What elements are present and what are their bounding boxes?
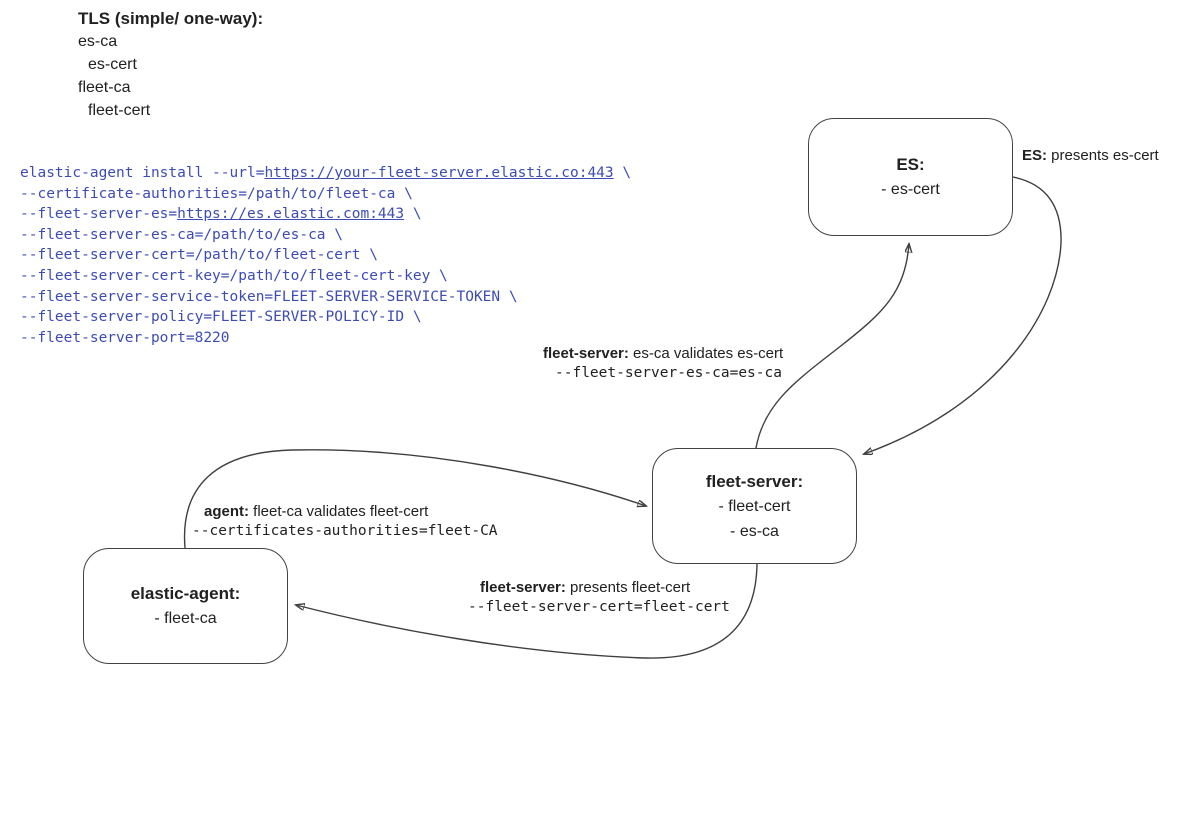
node-elastic-agent: elastic-agent: - fleet-ca	[83, 548, 288, 664]
node-fleet-server-line: - fleet-cert	[718, 497, 791, 515]
arrow-es-to-fleet-server	[864, 176, 1062, 454]
code-text: --fleet-server-port=8220	[20, 329, 230, 346]
label-bold: ES:	[1022, 147, 1048, 164]
label-rest: presents fleet-cert	[565, 579, 691, 596]
label-rest: fleet-ca validates fleet-cert	[249, 503, 429, 520]
code-line: --fleet-server-policy=FLEET-SERVER-POLIC…	[20, 307, 631, 328]
label-text: fleet-server: presents fleet-cert	[468, 578, 730, 597]
node-es-line: - es-cert	[881, 181, 940, 198]
node-fleet-server-line: - es-ca	[730, 522, 779, 540]
label-es-presents-cert: ES: presents es-cert	[1022, 146, 1159, 165]
legend-item-es-ca: es-ca	[78, 33, 118, 50]
code-text: --fleet-server-service-token=FLEET-SERVE…	[20, 288, 518, 305]
label-rest: es-ca validates es-cert	[628, 345, 784, 362]
node-es: ES: - es-cert	[808, 118, 1013, 236]
arrow-fleet-server-to-agent	[296, 563, 758, 659]
code-text: --fleet-server-policy=FLEET-SERVER-POLIC…	[20, 309, 422, 326]
code-line: --fleet-server-es-ca=/path/to/es-ca \	[20, 225, 631, 246]
code-line: --fleet-server-service-token=FLEET-SERVE…	[20, 287, 631, 308]
node-elastic-agent-line: - fleet-ca	[154, 610, 217, 627]
code-line: --certificate-authorities=/path/to/fleet…	[20, 184, 631, 205]
label-code: --fleet-server-cert=fleet-cert	[468, 599, 730, 615]
label-bold: agent:	[204, 503, 249, 520]
es-url-link[interactable]: https://es.elastic.com:443	[177, 206, 405, 223]
node-es-title: ES:	[896, 155, 925, 174]
label-rest: presents es-cert	[1047, 147, 1159, 164]
label-text: fleet-server: es-ca validates es-cert	[543, 344, 783, 363]
label-bold: fleet-server:	[543, 345, 629, 362]
legend-item-fleet-cert: fleet-cert	[88, 102, 151, 119]
code-text: --fleet-server-es-ca=/path/to/es-ca \	[20, 226, 344, 243]
code-text: --fleet-server-cert-key=/path/to/fleet-c…	[20, 267, 448, 284]
label-fleet-presents-cert: fleet-server: presents fleet-cert --flee…	[468, 578, 730, 618]
legend-item-fleet-ca: fleet-ca	[78, 79, 131, 96]
tls-legend-block: TLS (simple/ one-way): es-ca es-cert fle…	[78, 7, 263, 122]
code-line: elastic-agent install --url=https://your…	[20, 163, 631, 184]
legend-item-es-cert: es-cert	[88, 56, 137, 73]
label-code: --fleet-server-es-ca=es-ca	[555, 365, 782, 381]
code-text: --certificate-authorities=/path/to/fleet…	[20, 185, 413, 202]
node-elastic-agent-title: elastic-agent:	[130, 584, 241, 603]
label-agent-validates-fleet-cert: agent: fleet-ca validates fleet-cert --c…	[192, 502, 498, 542]
code-line: --fleet-server-es=https://es.elastic.com…	[20, 204, 631, 225]
code-line: --fleet-server-cert=/path/to/fleet-cert …	[20, 245, 631, 266]
code-text: \	[613, 165, 632, 181]
fleet-server-url-link[interactable]: https://your-fleet-server.elastic.co:443	[264, 165, 614, 181]
label-text: ES: presents es-cert	[1022, 146, 1159, 165]
code-text: --fleet-server-es=	[20, 206, 178, 223]
code-text: elastic-agent install --url=	[20, 165, 265, 181]
install-command-code-block: elastic-agent install --url=https://your…	[20, 163, 631, 348]
code-text: \	[404, 206, 422, 223]
label-code: --certificates-authorities=fleet-CA	[192, 523, 498, 539]
code-line: --fleet-server-port=8220	[20, 328, 631, 349]
label-text: agent: fleet-ca validates fleet-cert	[192, 502, 498, 521]
arrow-agent-to-fleet-server	[183, 449, 646, 549]
label-fleet-validates-es-cert: fleet-server: es-ca validates es-cert --…	[543, 344, 783, 384]
label-bold: fleet-server:	[480, 579, 566, 596]
legend-title: TLS (simple/ one-way):	[78, 9, 264, 28]
code-text: --fleet-server-cert=/path/to/fleet-cert …	[20, 247, 378, 264]
arrow-fleet-server-to-es	[755, 244, 909, 449]
node-fleet-server: fleet-server: - fleet-cert - es-ca	[652, 448, 857, 564]
code-line: --fleet-server-cert-key=/path/to/fleet-c…	[20, 266, 631, 287]
node-fleet-server-title: fleet-server:	[705, 471, 804, 491]
